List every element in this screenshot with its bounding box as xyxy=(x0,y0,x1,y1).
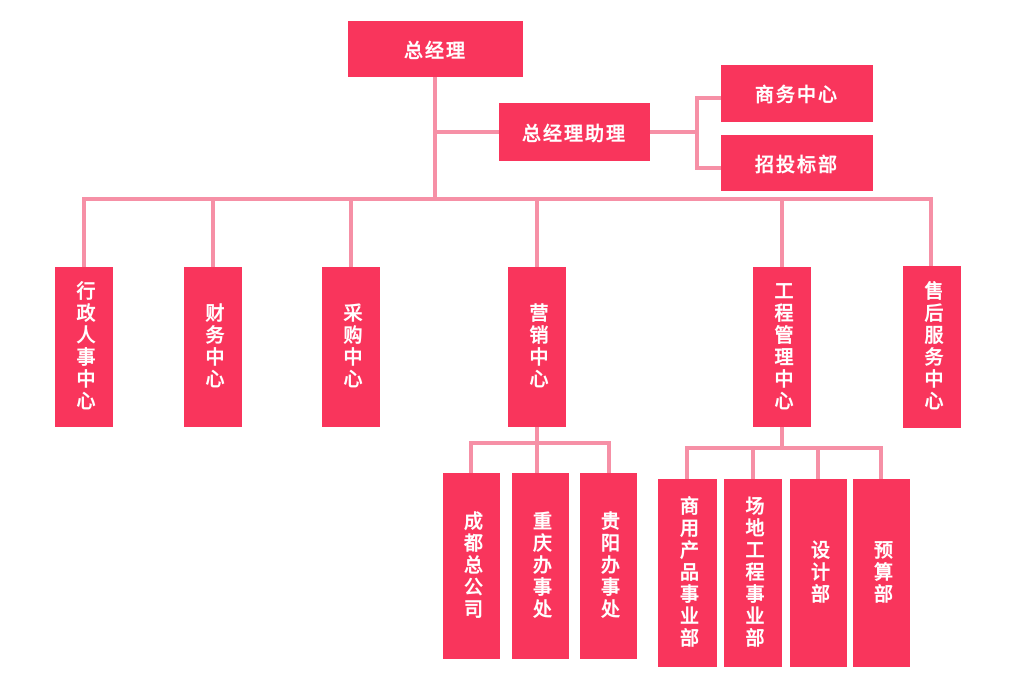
org-node-label: 贵阳办事处 xyxy=(598,511,619,621)
connector-main-horizontal xyxy=(82,197,933,201)
connector-drop-budget xyxy=(879,446,883,479)
org-node-design-dept: 设计部 xyxy=(790,479,847,667)
connector-bidding-dept-line xyxy=(695,166,721,170)
org-node-budget-dept: 预算部 xyxy=(853,479,910,667)
connector-drop-site-engineering xyxy=(751,446,755,479)
org-node-label: 招投标部 xyxy=(754,154,839,176)
connector-drop-engineering xyxy=(780,197,784,267)
org-node-chengdu-head-office: 成都总公司 xyxy=(443,473,500,659)
connector-drop-chengdu xyxy=(469,441,473,473)
org-node-engineering-mgmt-center: 工程管理中心 xyxy=(753,267,811,427)
org-node-finance-center: 财务中心 xyxy=(184,267,242,427)
connector-drop-commercial-products xyxy=(685,446,689,479)
org-node-label: 商务中心 xyxy=(754,85,839,106)
connector-drop-after-sales xyxy=(929,197,933,267)
org-node-label: 采购中心 xyxy=(340,303,362,391)
org-node-label: 营销中心 xyxy=(526,303,548,391)
org-node-after-sales-center: 售后服务中心 xyxy=(903,266,961,428)
connector-root-stem xyxy=(433,77,437,201)
org-node-label: 场地工程事业部 xyxy=(742,496,764,650)
org-node-chongqing-office: 重庆办事处 xyxy=(512,473,569,659)
connector-marketing-bracket xyxy=(469,441,611,445)
org-node-label: 财务中心 xyxy=(202,303,224,391)
org-node-admin-hr-center: 行政人事中心 xyxy=(55,267,113,427)
org-node-label: 成都总公司 xyxy=(461,511,482,621)
org-node-commercial-products-division: 商用产品事业部 xyxy=(658,479,717,667)
connector-marketing-stem xyxy=(535,427,539,473)
connector-assistant-bracket xyxy=(695,96,699,170)
connector-business-center-line xyxy=(695,96,721,100)
connector-drop-guiyang xyxy=(607,441,611,473)
org-node-procurement-center: 采购中心 xyxy=(322,267,380,427)
org-node-business-center: 商务中心 xyxy=(721,65,873,122)
connector-engineering-stem xyxy=(780,427,784,450)
org-node-guiyang-office: 贵阳办事处 xyxy=(580,473,637,659)
org-node-gm-assistant: 总经理助理 xyxy=(499,103,650,161)
connector-drop-marketing xyxy=(535,197,539,267)
org-node-label: 重庆办事处 xyxy=(530,511,551,621)
connector-drop-finance xyxy=(211,197,215,267)
org-node-marketing-center: 营销中心 xyxy=(508,267,566,427)
org-node-label: 预算部 xyxy=(871,540,892,606)
org-node-label: 商用产品事业部 xyxy=(677,496,698,650)
connector-drop-procurement xyxy=(349,197,353,267)
org-node-site-engineering-division: 场地工程事业部 xyxy=(724,479,782,667)
org-node-label: 总经理 xyxy=(403,40,467,62)
org-node-label: 行政人事中心 xyxy=(73,281,95,413)
org-node-label: 工程管理中心 xyxy=(771,281,793,413)
org-node-label: 设计部 xyxy=(808,540,829,606)
connector-engineering-bracket xyxy=(685,446,883,450)
org-node-label: 总经理助理 xyxy=(521,123,627,145)
connector-assistant-right xyxy=(650,130,699,134)
org-node-label: 售后服务中心 xyxy=(921,281,943,413)
connector-assistant-left xyxy=(433,130,499,134)
connector-drop-design xyxy=(816,446,820,479)
connector-drop-admin-hr xyxy=(82,197,86,267)
org-node-bidding-dept: 招投标部 xyxy=(721,135,873,191)
org-node-general-manager: 总经理 xyxy=(348,21,523,77)
